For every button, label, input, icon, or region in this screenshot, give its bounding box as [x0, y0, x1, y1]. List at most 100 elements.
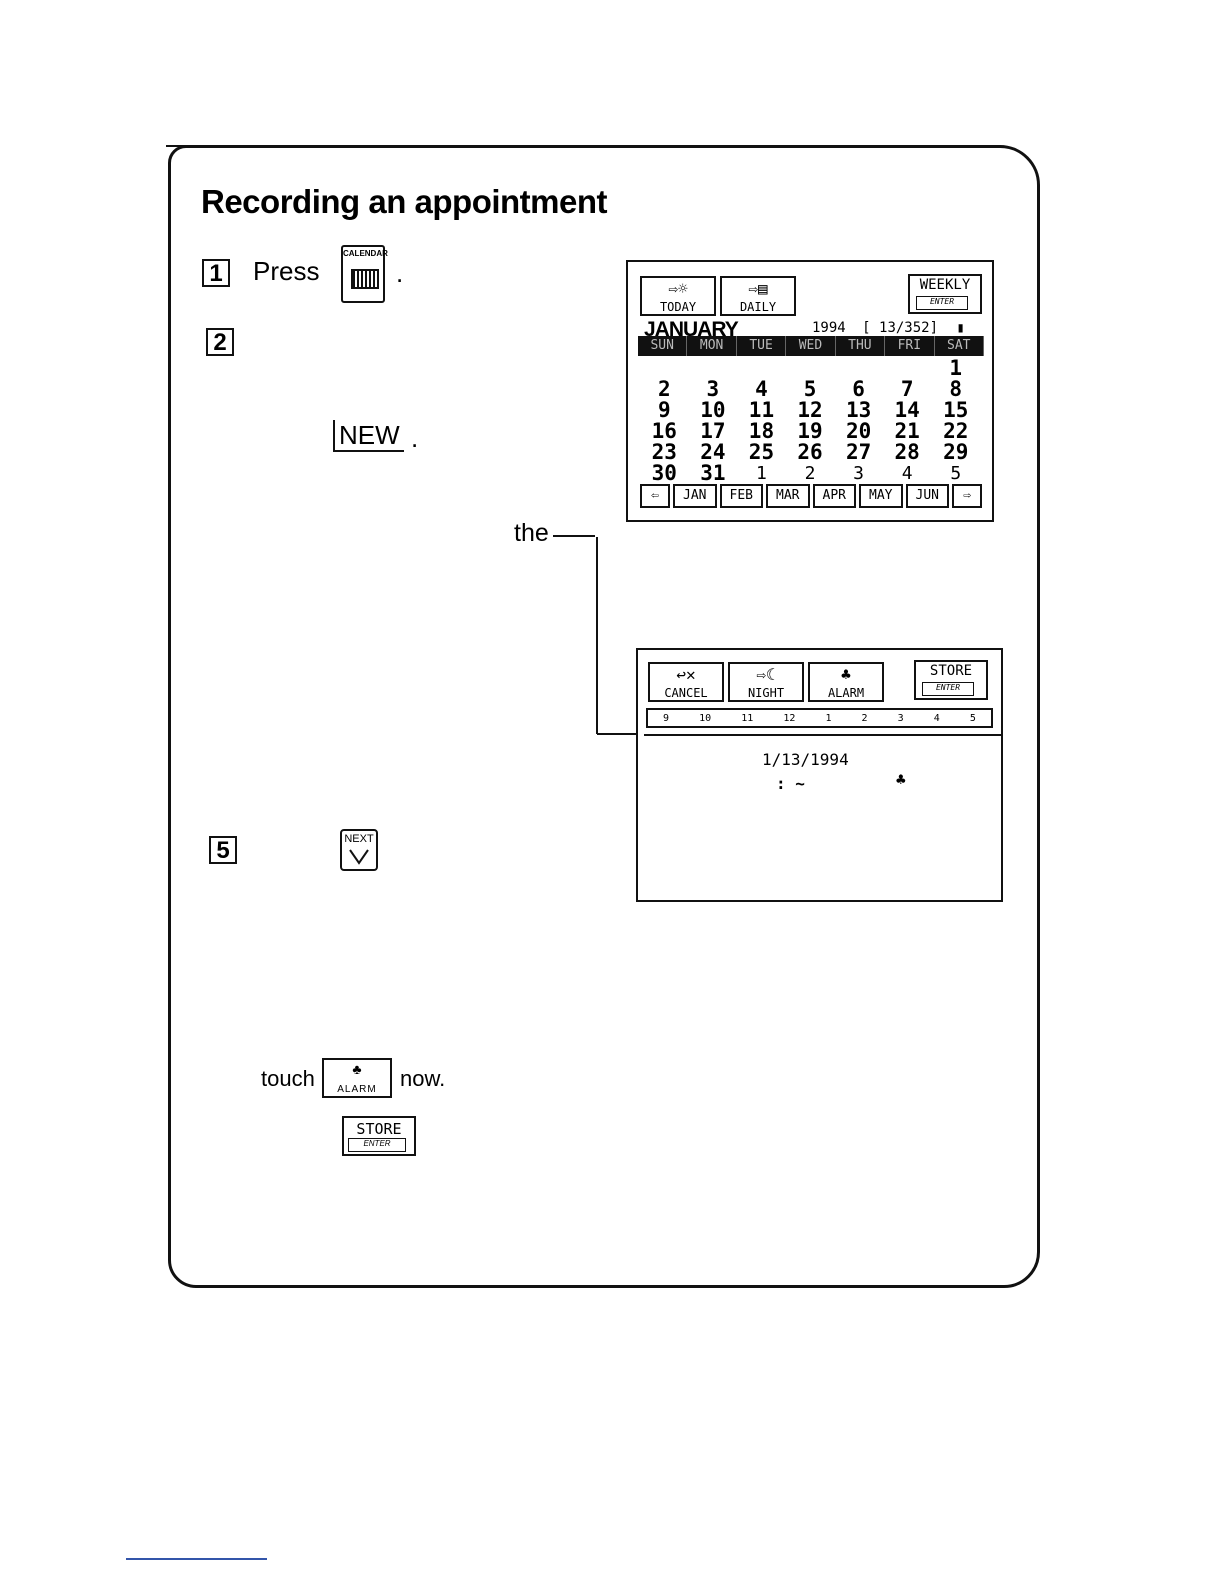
calendar-key-screen-icon — [351, 269, 379, 289]
tab-jan[interactable]: JAN — [673, 484, 717, 508]
next-key-icon: NEXT — [340, 829, 378, 871]
calendar-day[interactable]: 11 — [748, 398, 775, 422]
calendar-day[interactable]: 24 — [700, 440, 726, 464]
calendar-day[interactable]: 4 — [901, 463, 913, 484]
calendar-week-row: 1 — [640, 358, 980, 379]
calendar-day[interactable]: 30 — [651, 461, 677, 485]
cancel-button[interactable]: ↩✕ CANCEL — [648, 662, 724, 702]
today-label: TODAY — [659, 300, 697, 314]
month-name: JANUARY — [644, 318, 739, 341]
ruler-hour-label: 9 — [663, 712, 670, 724]
calendar-day[interactable]: 14 — [894, 398, 920, 422]
weekly-button[interactable]: WEEKLY ENTER — [908, 274, 982, 314]
calendar-day[interactable]: 1 — [949, 356, 963, 380]
now-text: now. — [400, 1066, 446, 1091]
new-key-label: NEW — [339, 420, 400, 450]
alarm-key-icon: ♣ ALARM — [322, 1058, 392, 1098]
step-5-number: 5 — [209, 836, 237, 864]
step-2-number: 2 — [206, 328, 234, 356]
calendar-day — [883, 358, 932, 379]
sun-icon: ⇨☼ — [668, 279, 688, 298]
calendar-day[interactable]: 22 — [943, 419, 969, 443]
new-key: NEW — [333, 420, 404, 452]
store-button[interactable]: STORE ENTER — [914, 660, 988, 700]
prev-months-arrow-icon[interactable]: ⇦ — [640, 484, 670, 508]
ruler-hour-label: 2 — [861, 712, 868, 724]
alarm-label: ALARM — [827, 686, 865, 700]
instruction-frame — [168, 145, 1040, 1288]
appointment-date: 1/13/1994 — [762, 750, 849, 769]
cancel-icon: ↩✕ — [676, 665, 696, 684]
daily-button[interactable]: ⇨▤ DAILY — [720, 276, 796, 316]
tab-apr[interactable]: APR — [812, 484, 856, 508]
alarm-button[interactable]: ♣ ALARM — [808, 662, 884, 702]
calendar-week-row: 30 31 1 2 3 4 5 — [640, 461, 980, 485]
calendar-day[interactable]: 8 — [949, 377, 963, 401]
calendar-day[interactable]: 21 — [894, 419, 920, 443]
calendar-day[interactable]: 4 — [755, 377, 768, 401]
ruler-hour-label: 3 — [897, 712, 904, 724]
calendar-day[interactable]: 3 — [853, 463, 865, 484]
daily-page-icon: ⇨▤ — [748, 279, 768, 298]
ruler-hour-label: 5 — [969, 712, 976, 724]
next-key-label: NEXT — [344, 833, 374, 845]
calendar-day[interactable]: 31 — [700, 461, 726, 485]
weekday-tue: TUE — [737, 336, 787, 356]
tab-feb[interactable]: FEB — [719, 484, 763, 508]
battery-icon: ▮ — [956, 320, 965, 336]
day-of-year: [ 13/352] — [862, 320, 939, 336]
ruler-hour-label: 12 — [783, 712, 796, 724]
new-key-period: . — [411, 423, 419, 453]
ruler-hour-label: 11 — [741, 712, 754, 724]
calendar-day[interactable]: 18 — [748, 419, 775, 443]
weekday-mon: MON — [687, 336, 737, 356]
step-1-number: 1 — [202, 259, 230, 287]
calendar-day[interactable]: 13 — [845, 398, 872, 422]
store-key-label: STORE — [356, 1120, 402, 1138]
calendar-day[interactable]: 2 — [804, 463, 816, 484]
time-range-field[interactable]: : ~ — [776, 774, 805, 793]
bell-icon: ♣ — [352, 1061, 362, 1077]
daily-label: DAILY — [739, 300, 777, 314]
night-button[interactable]: ⇨☾ NIGHT — [728, 662, 804, 702]
pointer-line — [553, 535, 595, 537]
section-title: Recording an appointment — [201, 183, 608, 220]
calendar-day[interactable]: 20 — [845, 419, 872, 443]
alarm-key-label: ALARM — [337, 1084, 377, 1095]
weekday-wed: WED — [786, 336, 836, 356]
calendar-day[interactable]: 15 — [943, 398, 969, 422]
calendar-day[interactable]: 25 — [748, 440, 775, 464]
tab-may[interactable]: MAY — [859, 484, 903, 508]
next-months-arrow-icon[interactable]: ⇨ — [952, 484, 982, 508]
calendar-day[interactable]: 3 — [706, 377, 720, 401]
calendar-day[interactable]: 7 — [900, 377, 914, 401]
ruler-hour-label: 1 — [825, 712, 832, 724]
calendar-day[interactable]: 16 — [651, 419, 677, 443]
cancel-label: CANCEL — [664, 686, 708, 700]
calendar-day[interactable]: 10 — [700, 398, 726, 422]
calendar-day[interactable]: 9 — [657, 398, 671, 422]
calendar-day[interactable]: 29 — [943, 440, 969, 464]
calendar-day[interactable]: 5 — [803, 377, 817, 401]
calendar-day[interactable]: 2 — [657, 377, 671, 401]
calendar-day[interactable]: 27 — [845, 440, 872, 464]
calendar-day[interactable]: 17 — [700, 419, 726, 443]
calendar-day[interactable]: 1 — [756, 463, 767, 484]
calendar-day[interactable]: 6 — [852, 377, 865, 401]
tab-mar[interactable]: MAR — [766, 484, 810, 508]
calendar-key-label: CALENDAR — [343, 249, 388, 258]
calendar-day[interactable]: 19 — [797, 419, 823, 443]
calendar-day[interactable]: 23 — [651, 440, 677, 464]
tab-jun[interactable]: JUN — [905, 484, 949, 508]
weekday-sat: SAT — [935, 336, 984, 356]
ruler-hour-label: 10 — [699, 712, 712, 724]
chevron-down-icon — [349, 849, 369, 865]
calendar-day[interactable]: 28 — [894, 440, 920, 464]
calendar-day[interactable]: 12 — [797, 398, 823, 422]
pointer-text: the — [514, 519, 549, 547]
calendar-day[interactable]: 5 — [950, 463, 962, 484]
today-button[interactable]: ⇨☼ TODAY — [640, 276, 716, 316]
calendar-screen: ⇨☼ TODAY ⇨▤ DAILY WEEKLY ENTER JANUARY 1… — [626, 260, 994, 522]
calendar-day[interactable]: 26 — [797, 440, 823, 464]
